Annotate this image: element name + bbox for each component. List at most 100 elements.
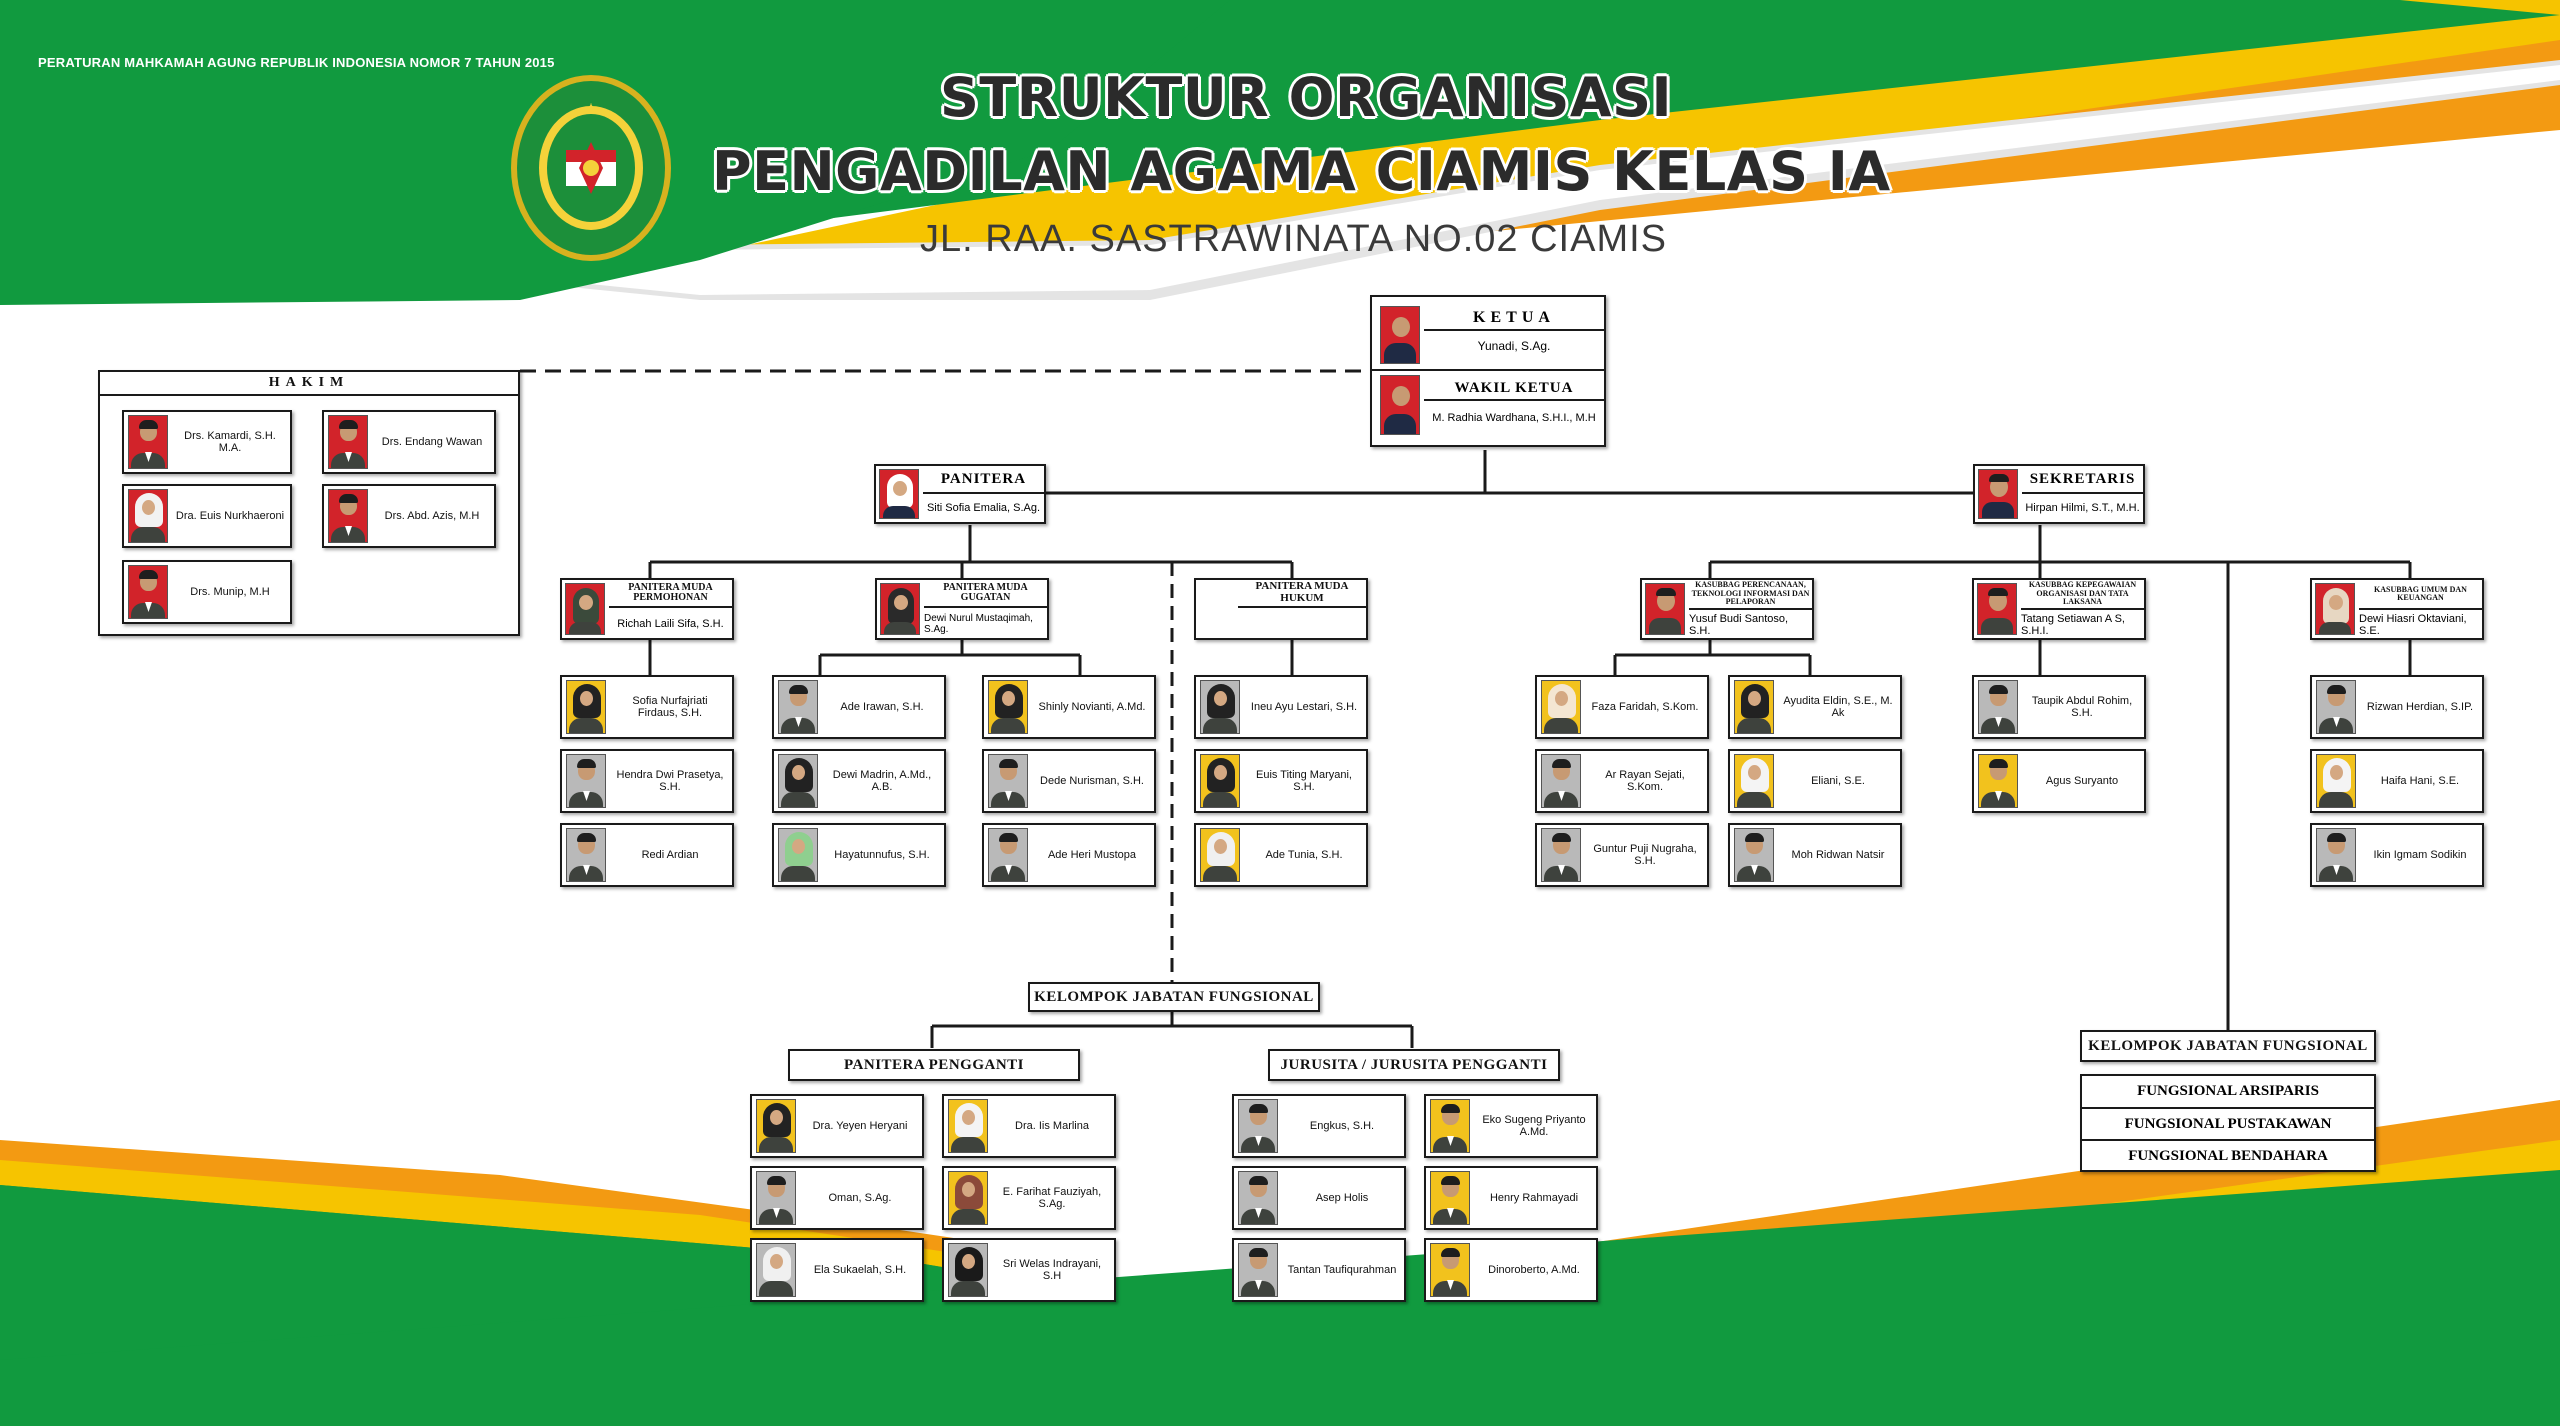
pm-permohonan-box: PANITERA MUDA PERMOHONAN Richah Laili Si… [560, 578, 734, 640]
person-card: Drs. Munip, M.H [122, 560, 292, 624]
pm-permohonan-name: Richah Laili Sifa, S.H. [617, 618, 724, 630]
person-photo [128, 565, 168, 619]
person-photo [1430, 1171, 1470, 1225]
person-card: Dede Nurisman, S.H. [982, 749, 1156, 813]
pm-permohonan-photo [565, 583, 605, 635]
person-card: Drs. Abd. Azis, M.H [322, 484, 496, 548]
jurusita-label: JURUSITA / JURUSITA PENGGANTI [1268, 1049, 1560, 1081]
person-name: Moh Ridwan Natsir [1791, 848, 1885, 861]
person-photo [2316, 754, 2356, 808]
person-name: Ar Rayan Sejati, S.Kom. [1605, 768, 1685, 793]
kasubbag-kepegawaian-name: Tatang Setiawan A S, S.H.I. [2021, 613, 2125, 637]
person-photo [566, 754, 606, 808]
person-photo [1200, 680, 1240, 734]
person-photo [778, 828, 818, 882]
ketua-label: KETUA [1424, 307, 1604, 331]
person-card: Ade Tunia, S.H. [1194, 823, 1368, 887]
person-name: Engkus, S.H. [1309, 1119, 1375, 1132]
person-name: Sofia Nurfajriati Firdaus, S.H. [632, 694, 708, 719]
person-card: Ayudita Eldin, S.E., M. Ak [1728, 675, 1902, 739]
person-card: Sri Welas Indrayani, S.H [942, 1238, 1116, 1302]
person-card: Taupik Abdul Rohim, S.H. [1972, 675, 2146, 739]
person-card: Drs. Endang Wawan [322, 410, 496, 474]
person-card: Hayatunnufus, S.H. [772, 823, 946, 887]
person-photo [1238, 1171, 1278, 1225]
panitera-pengganti-label: PANITERA PENGGANTI [788, 1049, 1080, 1081]
wakil-ketua-label: WAKIL KETUA [1424, 377, 1604, 401]
kasubbag-ptip-label: KASUBBAG PERENCANAAN, TEKNOLOGI INFORMAS… [1689, 580, 1812, 610]
person-photo [988, 754, 1028, 808]
person-name: Ela Sukaelah, S.H. [813, 1263, 907, 1276]
kjf-right-list: FUNGSIONAL ARSIPARIS FUNGSIONAL PUSTAKAW… [2080, 1074, 2376, 1172]
person-name: Agus Suryanto [2045, 774, 2119, 787]
kasubbag-ptip-name: Yusuf Budi Santoso, S.H. [1689, 613, 1789, 637]
person-card: Dra. Iis Marlina [942, 1094, 1116, 1158]
person-photo [778, 680, 818, 734]
wakil-ketua-name: M. Radhia Wardhana, S.H.I., M.H [1432, 412, 1596, 424]
person-photo [1238, 1243, 1278, 1297]
sekretaris-photo [1978, 469, 2018, 519]
ketua-name: Yunadi, S.Ag. [1477, 339, 1551, 353]
person-card: Asep Holis [1232, 1166, 1406, 1230]
person-photo [756, 1171, 796, 1225]
person-card: Moh Ridwan Natsir [1728, 823, 1902, 887]
person-card: Hendra Dwi Prasetya, S.H. [560, 749, 734, 813]
person-name: E. Farihat Fauziyah, S.Ag. [1002, 1185, 1102, 1210]
page-title-line1: STRUKTUR ORGANISASI [940, 66, 1673, 129]
person-name: Ineu Ayu Lestari, S.H. [1250, 700, 1358, 713]
page-title-line2: PENGADILAN AGAMA CIAMIS KELAS IA [712, 140, 1891, 203]
fungsional-bendahara: FUNGSIONAL BENDAHARA [2128, 1147, 2328, 1164]
panitera-label: PANITERA [923, 466, 1044, 494]
person-photo [1238, 1099, 1278, 1153]
person-photo [1978, 754, 2018, 808]
person-photo [328, 489, 368, 543]
kasubbag-umum-photo [2315, 583, 2355, 635]
person-card: Oman, S.Ag. [750, 1166, 924, 1230]
kasubbag-ptip-photo [1645, 583, 1685, 635]
kasubbag-umum-box: KASUBBAG UMUM DAN KEUANGAN Dewi Hiasri O… [2310, 578, 2484, 640]
person-name: Guntur Puji Nugraha, S.H. [1593, 842, 1697, 867]
person-card: Ela Sukaelah, S.H. [750, 1238, 924, 1302]
person-photo [988, 828, 1028, 882]
address-text: JL. RAA. SASTRAWINATA NO.02 CIAMIS [920, 218, 1668, 260]
person-photo [566, 828, 606, 882]
person-photo [128, 489, 168, 543]
person-name: Eliani, S.E. [1811, 774, 1865, 787]
court-logo-icon: ✦ [511, 75, 671, 261]
regulation-reference: PERATURAN MAHKAMAH AGUNG REPUBLIK INDONE… [38, 55, 555, 70]
person-photo [1430, 1099, 1470, 1153]
person-photo [128, 415, 168, 469]
person-name: Ade Irawan, S.H. [840, 700, 924, 713]
person-photo [1734, 828, 1774, 882]
person-name: Dra. Euis Nurkhaeroni [175, 509, 285, 522]
person-name: Hendra Dwi Prasetya, S.H. [616, 768, 724, 793]
person-name: Drs. Abd. Azis, M.H [384, 509, 480, 522]
person-photo [328, 415, 368, 469]
person-card: Ineu Ayu Lestari, S.H. [1194, 675, 1368, 739]
kasubbag-umum-label: KASUBBAG UMUM DAN KEUANGAN [2359, 580, 2482, 610]
pm-permohonan-label: PANITERA MUDA PERMOHONAN [609, 580, 732, 608]
person-card: Dewi Madrin, A.Md., A.B. [772, 749, 946, 813]
sekretaris-label: SEKRETARIS [2022, 466, 2143, 494]
kasubbag-kepegawaian-box: KASUBBAG KEPEGAWAIAN ORGANISASI DAN TATA… [1972, 578, 2146, 640]
person-card: E. Farihat Fauziyah, S.Ag. [942, 1166, 1116, 1230]
sekretaris-box: SEKRETARIS Hirpan Hilmi, S.T., M.H. [1973, 464, 2145, 524]
pm-gugatan-name: Dewi Nurul Mustaqimah, S.Ag. [924, 613, 1033, 635]
person-card: Haifa Hani, S.E. [2310, 749, 2484, 813]
person-photo [1541, 754, 1581, 808]
person-photo [1541, 828, 1581, 882]
person-photo [1734, 680, 1774, 734]
person-name: Drs. Kamardi, S.H. M.A. [184, 429, 276, 454]
person-name: Sri Welas Indrayani, S.H [1002, 1257, 1102, 1282]
person-name: Dinoroberto, A.Md. [1488, 1263, 1580, 1276]
person-photo [2316, 680, 2356, 734]
person-card: Dra. Yeyen Heryani [750, 1094, 924, 1158]
person-photo [1978, 680, 2018, 734]
kasubbag-umum-name: Dewi Hiasri Oktaviani, S.E. [2359, 613, 2467, 637]
person-card: Ade Irawan, S.H. [772, 675, 946, 739]
pm-gugatan-box: PANITERA MUDA GUGATAN Dewi Nurul Mustaqi… [875, 578, 1049, 640]
person-name: Asep Holis [1315, 1191, 1369, 1204]
person-name: Redi Ardian [641, 848, 699, 861]
sekretaris-name: Hirpan Hilmi, S.T., M.H. [2025, 502, 2140, 514]
person-card: Dra. Euis Nurkhaeroni [122, 484, 292, 548]
